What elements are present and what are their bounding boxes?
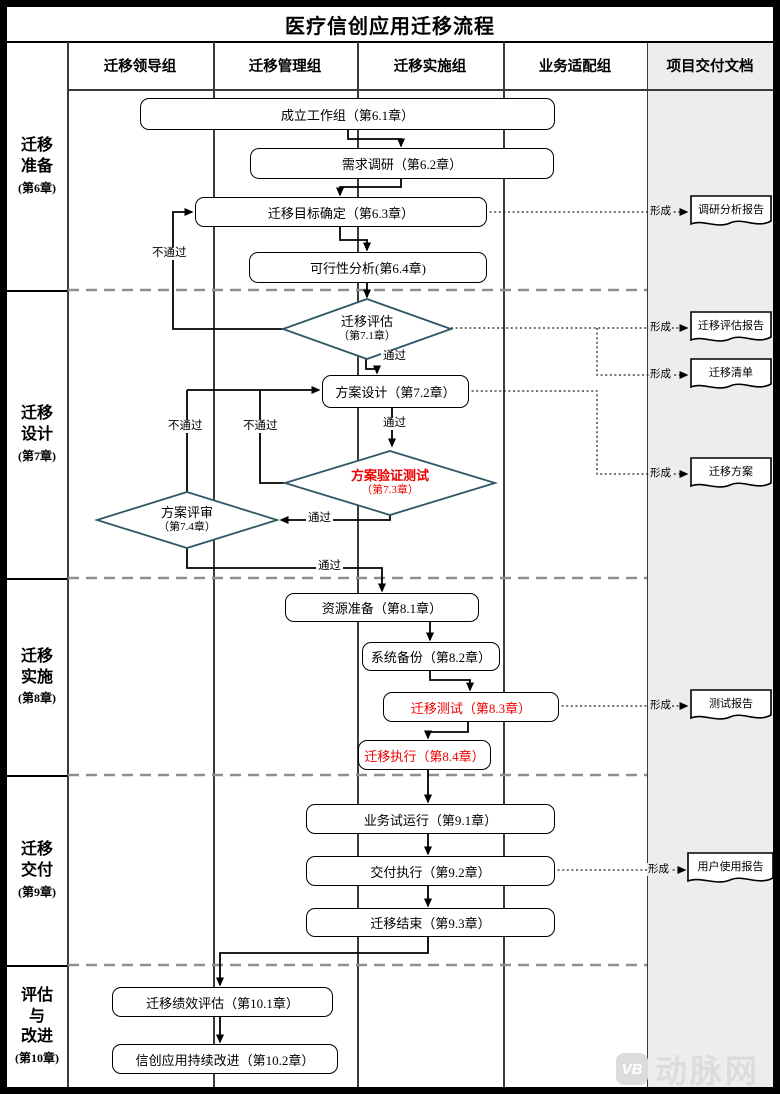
node-system-backup: 系统备份（第8.2章）	[362, 642, 500, 671]
label-form-migration-scheme: 形成	[649, 467, 672, 480]
node-research: 需求调研（第6.2章）	[250, 148, 554, 179]
label-fail-verify: 不通过	[241, 420, 280, 433]
node-continuous-improvement: 信创应用持续改进（第10.2章）	[112, 1044, 338, 1074]
lane-header-leading-group: 迁移领导组	[103, 59, 177, 75]
label-pass-design: 通过	[381, 417, 408, 430]
doc-migration-assessment-report: 迁移评估报告	[690, 311, 772, 347]
label-form-assessment-report: 形成	[649, 321, 672, 334]
diamond-scheme-verification-test: 方案验证测试 （第7.3章）	[350, 468, 429, 496]
label-pass-assess: 通过	[381, 350, 408, 363]
node-migration-test: 迁移测试（第8.3章）	[383, 692, 559, 722]
lane-divider-1	[67, 42, 69, 1087]
document-shape	[690, 457, 772, 488]
node-setup-team: 成立工作组（第6.1章）	[140, 98, 555, 130]
node-goal-definition: 迁移目标确定（第6.3章）	[195, 197, 487, 227]
lane-header-management-group: 迁移管理组	[248, 59, 322, 75]
label-pass-review: 通过	[316, 560, 343, 573]
node-scheme-design: 方案设计（第7.2章）	[322, 375, 469, 408]
document-shape	[690, 311, 772, 342]
document-shape	[690, 195, 772, 226]
watermark: VB 动脉网	[616, 1046, 760, 1092]
label-form-user-report: 形成	[647, 863, 670, 876]
document-shape	[690, 689, 772, 720]
node-business-trial-run: 业务试运行（第9.1章）	[306, 804, 555, 834]
phase-label-implementation: 迁移 实施 (第8章)	[7, 578, 67, 777]
label-fail-review: 不通过	[166, 420, 205, 433]
node-performance-evaluation: 迁移绩效评估（第10.1章）	[112, 987, 333, 1017]
lane-divider-4	[503, 42, 505, 1087]
header-bottom-line	[67, 89, 773, 91]
doc-migration-scheme: 迁移方案	[690, 457, 772, 493]
lane-header-business-adaptation-group: 业务适配组	[538, 59, 612, 75]
node-migration-finish: 迁移结束（第9.3章）	[306, 908, 555, 937]
node-feasibility-analysis: 可行性分析(第6.4章)	[249, 252, 487, 283]
lane-header-project-deliverables: 项目交付文档	[666, 59, 754, 75]
page-title: 医疗信创应用迁移流程	[7, 7, 773, 43]
document-shape	[690, 358, 772, 389]
label-form-test-report: 形成	[649, 699, 672, 712]
diamond-scheme-review: 方案评审 （第7.4章）	[158, 505, 216, 533]
node-resource-preparation: 资源准备（第8.1章）	[285, 593, 479, 622]
watermark-text: 动脉网	[655, 1053, 761, 1089]
diamond-migration-assessment: 迁移评估 （第7.1章）	[338, 314, 396, 342]
doc-user-usage-report: 用户使用报告	[687, 852, 774, 888]
label-pass-verify: 通过	[306, 512, 333, 525]
watermark-vb-logo-icon: VB	[616, 1053, 648, 1085]
phase-label-design: 迁移 设计 (第7章)	[7, 290, 67, 580]
node-delivery-execution: 交付执行（第9.2章）	[306, 856, 555, 886]
phase-label-evaluation-improvement: 评估 与 改进 (第10章)	[15, 986, 59, 1066]
label-form-migration-list: 形成	[649, 368, 672, 381]
doc-migration-list: 迁移清单	[690, 358, 772, 394]
doc-research-analysis-report: 调研分析报告	[690, 195, 772, 231]
phase-label-preparation: 迁移 准备 (第6章)	[7, 42, 67, 292]
label-form-research-report: 形成	[649, 205, 672, 218]
doc-test-report: 测试报告	[690, 689, 772, 725]
node-migration-execution: 迁移执行（第8.4章）	[358, 740, 491, 770]
document-shape	[687, 852, 774, 883]
phase-label-delivery: 迁移 交付 (第9章)	[7, 775, 67, 967]
label-fail-to-goal: 不通过	[150, 247, 189, 260]
lane-header-implementation-group: 迁移实施组	[393, 59, 467, 75]
